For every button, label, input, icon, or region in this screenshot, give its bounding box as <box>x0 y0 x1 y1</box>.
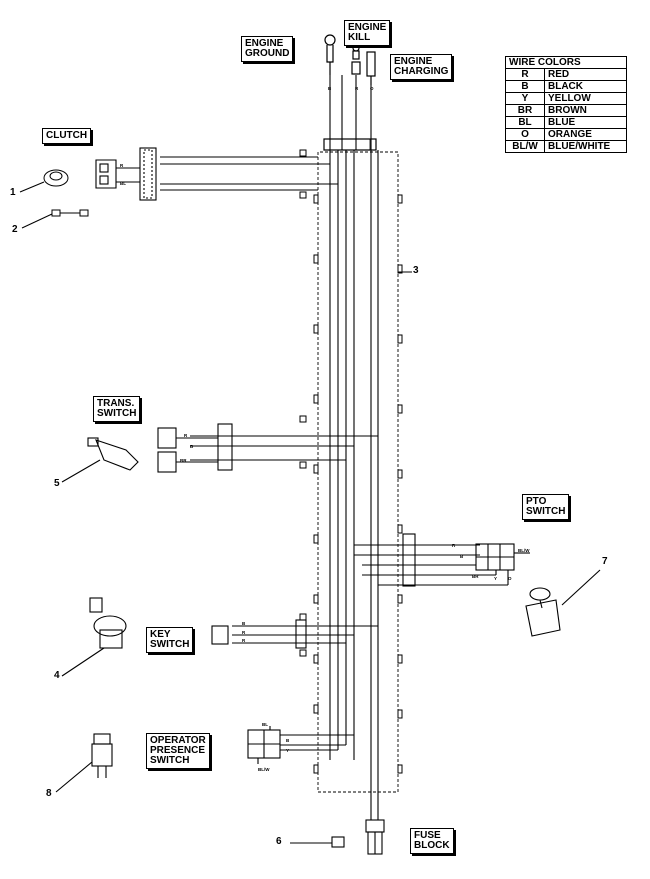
wire-label: BR <box>180 458 187 463</box>
pto-switch-branch <box>354 533 530 587</box>
callout-5: 5 <box>54 478 60 489</box>
wire-label: B <box>460 554 464 559</box>
wire-label: R <box>355 86 359 91</box>
callout-2: 2 <box>12 224 18 235</box>
wire-label: Y <box>286 748 289 753</box>
wire-label: R <box>120 163 124 168</box>
wire-label: R <box>452 543 456 548</box>
wire-colors-title: WIRE COLORS <box>505 56 627 69</box>
wire-label: B <box>328 86 332 91</box>
wire-label: BL/W <box>518 548 530 553</box>
callout-6: 6 <box>276 836 282 847</box>
trunk-wires <box>329 75 379 820</box>
trans-switch-branch <box>157 423 378 473</box>
wire-label: R <box>184 433 188 438</box>
wire-label: R <box>242 638 246 643</box>
harness-tabs <box>299 149 403 774</box>
label-clutch: CLUTCH <box>42 128 92 144</box>
callout-3: 3 <box>413 265 419 276</box>
callout-4: 4 <box>54 670 60 681</box>
wire-label: B <box>286 738 290 743</box>
fuse-block-connector <box>365 819 385 855</box>
key-switch-icon <box>61 597 127 677</box>
wire-code-labels: B R O R BL R B BR R B BL/W BR Y O B R R … <box>120 86 530 772</box>
fuse-icon <box>290 836 345 848</box>
wire-label: O <box>370 86 374 91</box>
wire-label: B <box>190 444 194 449</box>
top-clip <box>323 138 377 151</box>
callout-1: 1 <box>10 187 16 198</box>
callout-8: 8 <box>46 788 52 799</box>
jumper-connector-icon <box>21 209 89 229</box>
callout-7: 7 <box>602 556 608 567</box>
wire-label: B <box>242 621 246 626</box>
wire-label: BL <box>262 722 268 727</box>
trans-switch-icon <box>61 437 139 483</box>
engine-charging-terminal <box>366 51 376 85</box>
engine-ground-terminal <box>324 34 336 75</box>
label-trans-switch: TRANS.SWITCH <box>93 396 141 422</box>
wire-label: R <box>242 630 246 635</box>
operator-presence-icon <box>55 733 113 793</box>
operator-presence-branch <box>247 726 354 764</box>
wire-label: BL/W <box>258 767 270 772</box>
key-switch-branch <box>211 619 378 649</box>
clutch-branch <box>95 147 338 201</box>
engine-kill-terminal <box>351 44 361 75</box>
wire-label: Y <box>494 576 497 581</box>
pto-switch-icon <box>525 569 601 637</box>
wire-label: O <box>508 576 512 581</box>
clutch-coil-icon <box>19 169 69 193</box>
wire-label: BL <box>120 181 126 186</box>
wire-label: BR <box>472 574 479 579</box>
